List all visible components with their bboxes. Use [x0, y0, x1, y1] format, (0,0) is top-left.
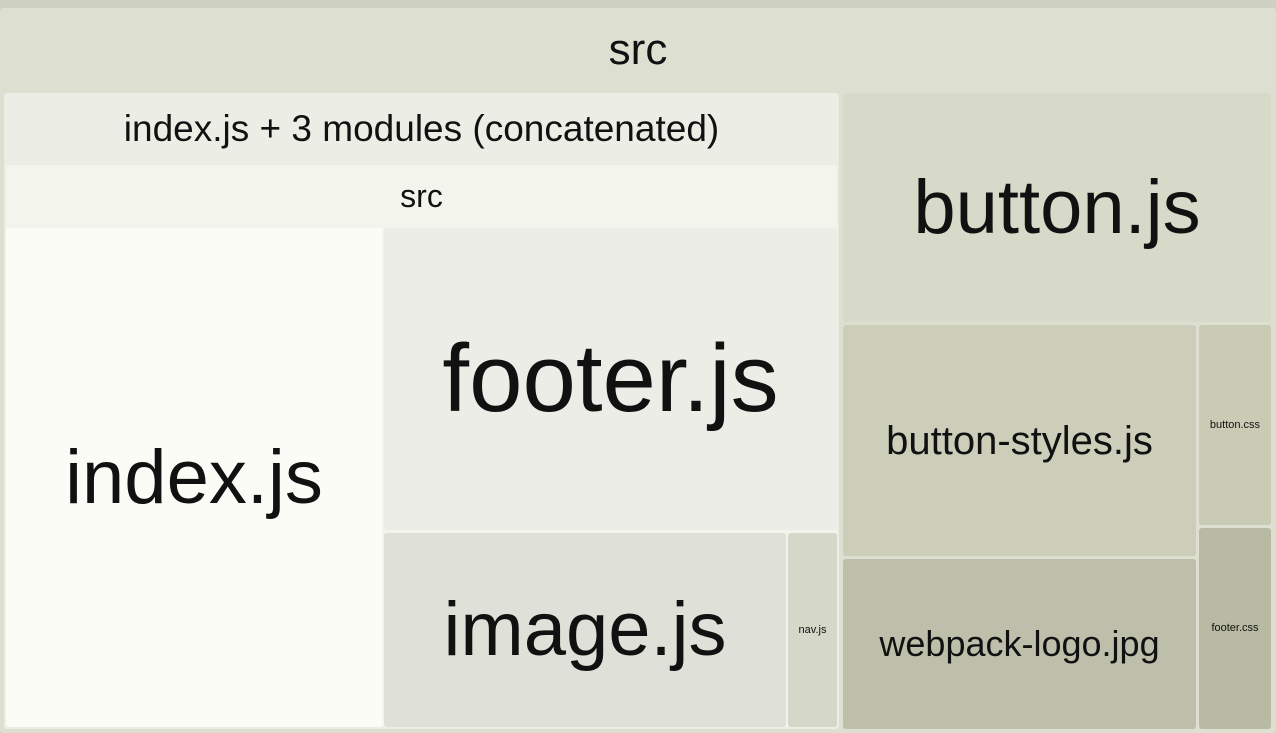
treemap-label-button-css: button.css: [1209, 418, 1261, 431]
treemap-node-image-js[interactable]: image.js: [384, 533, 786, 727]
treemap-label-concatenated: index.js + 3 modules (concatenated): [123, 108, 720, 149]
treemap-label-index-js: index.js: [65, 434, 323, 520]
treemap-node-button-styles-js[interactable]: button-styles.js: [843, 325, 1196, 556]
treemap-label-footer-js: footer.js: [442, 325, 779, 432]
treemap-label-webpack-logo-jpg: webpack-logo.jpg: [879, 623, 1160, 664]
treemap-node-index-js[interactable]: index.js: [6, 228, 382, 727]
treemap-node-footer-css[interactable]: footer.css: [1199, 528, 1271, 729]
treemap-label-src: src: [608, 25, 668, 74]
treemap-label-src-inner: src: [400, 178, 443, 214]
treemap-node-button-js[interactable]: button.js: [843, 93, 1271, 322]
treemap-node-button-css[interactable]: button.css: [1199, 325, 1271, 525]
treemap-node-footer-js[interactable]: footer.js: [384, 228, 837, 530]
treemap-label-nav-js: nav.js: [798, 623, 827, 636]
treemap-label-footer-css: footer.css: [1211, 622, 1259, 634]
treemap-label-image-js: image.js: [443, 587, 727, 672]
treemap-node-nav-js[interactable]: nav.js: [788, 533, 837, 727]
treemap-node-webpack-logo-jpg[interactable]: webpack-logo.jpg: [843, 559, 1196, 729]
treemap-label-button-js: button.js: [913, 164, 1201, 250]
treemap-label-button-styles-js: button-styles.js: [886, 418, 1153, 463]
